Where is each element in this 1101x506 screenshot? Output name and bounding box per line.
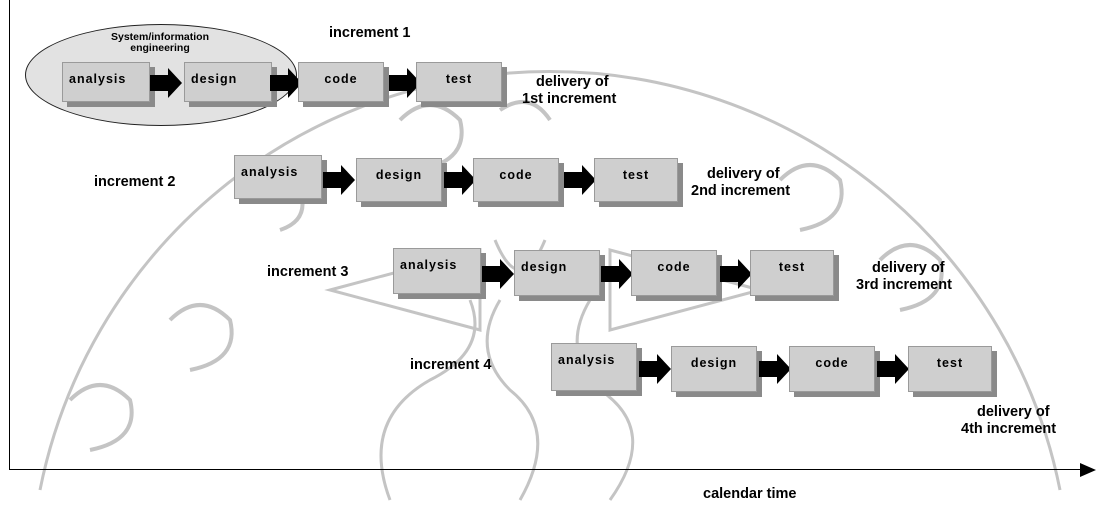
inc3-analysis-box: analysis <box>393 248 481 294</box>
x-axis-label: calendar time <box>703 486 797 502</box>
inc1-delivery-label: delivery of 1st increment <box>522 74 616 108</box>
inc2-test-box: test <box>594 158 678 202</box>
inc2-analysis-text: analysis <box>241 165 299 179</box>
inc1-test-text: test <box>445 72 473 86</box>
system-engineering-label: System/information engineering <box>60 32 260 54</box>
inc3-delivery-label: delivery of 3rd increment <box>856 260 952 294</box>
inc3-test-box: test <box>750 250 834 296</box>
inc4-delivery-line1: delivery of <box>977 404 1050 420</box>
right-block-arrow-icon <box>389 68 421 98</box>
right-block-arrow-icon <box>877 354 909 384</box>
increment-1-label: increment 1 <box>329 25 411 41</box>
x-axis-line <box>9 469 1084 470</box>
inc4-delivery-line2: 4th increment <box>961 421 1057 437</box>
inc3-code-box: code <box>631 250 717 296</box>
right-block-arrow-icon <box>601 259 633 289</box>
inc2-design-text: design <box>375 168 423 182</box>
inc2-delivery-label: delivery of 2nd increment <box>691 166 790 200</box>
inc1-analysis-text: analysis <box>69 72 127 86</box>
inc1-design-box: design <box>184 62 272 102</box>
right-block-arrow-icon <box>323 165 355 195</box>
inc1-analysis-box: analysis <box>62 62 150 102</box>
inc1-design-text: design <box>191 72 238 86</box>
inc3-delivery-line1: delivery of <box>872 260 945 276</box>
right-block-arrow-icon <box>270 68 302 98</box>
right-block-arrow-icon <box>150 68 182 98</box>
system-engineering-label-line1: System/information <box>110 31 210 43</box>
system-engineering-label-line2: engineering <box>130 42 190 54</box>
inc2-delivery-line2: 2nd increment <box>691 183 791 199</box>
right-block-arrow-icon <box>720 259 752 289</box>
arrowhead-right-icon <box>1080 463 1096 477</box>
right-block-arrow-icon <box>759 354 791 384</box>
increment-3-label: increment 3 <box>267 264 349 280</box>
right-block-arrow-icon <box>564 165 596 195</box>
inc2-test-text: test <box>622 168 650 182</box>
y-axis-line <box>9 0 10 470</box>
inc3-design-text: design <box>521 260 568 274</box>
increment-2-label: increment 2 <box>94 174 176 190</box>
inc3-test-text: test <box>778 260 806 274</box>
right-block-arrow-icon <box>444 165 476 195</box>
inc4-delivery-label: delivery of 4th increment <box>961 404 1056 438</box>
inc2-delivery-line1: delivery of <box>707 166 780 182</box>
inc4-analysis-box: analysis <box>551 343 637 391</box>
inc2-analysis-box: analysis <box>234 155 322 199</box>
inc3-analysis-text: analysis <box>400 258 458 272</box>
inc1-delivery-line1: delivery of <box>536 74 609 90</box>
inc4-design-box: design <box>671 346 757 392</box>
right-block-arrow-icon <box>482 259 514 289</box>
inc3-delivery-line2: 3rd increment <box>856 277 952 293</box>
inc1-test-box: test <box>416 62 502 102</box>
inc4-design-text: design <box>690 356 738 370</box>
inc1-code-box: code <box>298 62 384 102</box>
inc1-code-text: code <box>324 72 358 86</box>
inc4-code-text: code <box>815 356 849 370</box>
inc3-design-box: design <box>514 250 600 296</box>
inc2-code-text: code <box>499 168 533 182</box>
inc4-test-box: test <box>908 346 992 392</box>
inc2-design-box: design <box>356 158 442 202</box>
increment-4-label: increment 4 <box>410 357 492 373</box>
inc3-code-text: code <box>657 260 691 274</box>
inc4-code-box: code <box>789 346 875 392</box>
right-block-arrow-icon <box>639 354 671 384</box>
inc4-test-text: test <box>936 356 964 370</box>
inc2-code-box: code <box>473 158 559 202</box>
inc4-analysis-text: analysis <box>558 353 616 367</box>
inc1-delivery-line2: 1st increment <box>522 91 617 107</box>
